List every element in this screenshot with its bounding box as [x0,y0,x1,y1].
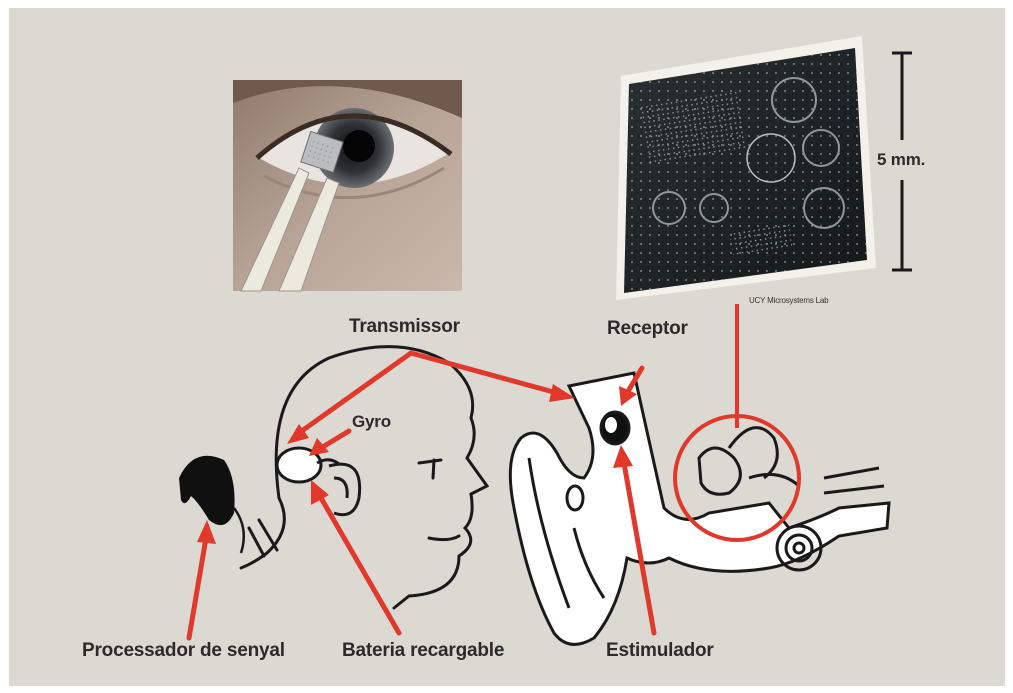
arrow-transmissor-receptor [411,353,557,393]
diagram-drawing [9,8,1005,686]
ear-outline [329,464,360,515]
arrow-processador [189,538,206,638]
microchip-image [616,36,876,300]
label-credit: UCY Microsystems Lab [749,296,828,305]
label-transmissor: Transmissor [349,316,460,338]
label-bateria: Bateria recargable [342,640,504,662]
inner-ear-diagram [510,373,889,644]
arrow-bateria [321,498,399,633]
eye-photo [233,80,462,291]
label-scale: 5 mm. [877,150,925,170]
arrow-gyro [321,431,349,448]
label-processador: Processador de senyal [82,640,285,662]
label-gyro: Gyro [352,412,391,432]
diagram-canvas: Transmissor Receptor Gyro Processador de… [9,8,1005,686]
label-receptor: Receptor [607,318,688,340]
label-estimulador: Estimulador [606,640,714,662]
